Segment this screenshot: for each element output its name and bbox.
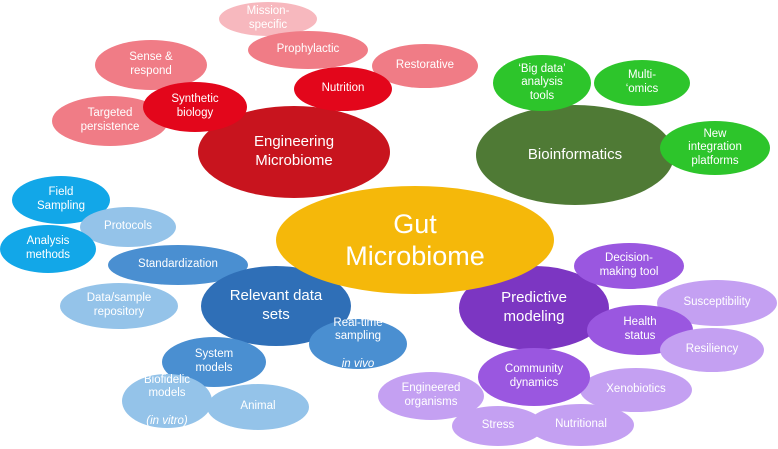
node-sense-respond: Sense & respond (95, 40, 207, 90)
node-analysis-methods: Analysis methods (0, 225, 96, 273)
node-synthetic-biology: Synthetic biology (143, 82, 247, 132)
node-multi-omics: Multi- ‘omics (594, 60, 690, 106)
node-protocols: Protocols (80, 207, 176, 247)
node-new-integration-platforms: New integration platforms (660, 121, 770, 175)
node-prophylactic: Prophylactic (248, 31, 368, 69)
node-real-time-sampling: Real-time sampling in vivo (309, 317, 407, 370)
node-big-data-analysis-tools: ‘Big data’ analysis tools (493, 55, 591, 111)
node-decision-making-tool: Decision- making tool (574, 243, 684, 289)
node-system-models: System models (162, 337, 266, 387)
hub-predictive-modeling: Predictive modeling (459, 266, 609, 350)
node-community-dynamics: Community dynamics (478, 348, 590, 406)
node-biofidelic-models: Biofidelic models (in vitro) (122, 374, 212, 428)
node-engineered-organisms: Engineered organisms (378, 372, 484, 420)
node-restorative: Restorative (372, 44, 478, 88)
node-nutritional: Nutritional (528, 404, 634, 446)
hub-bioinformatics: Bioinformatics (476, 105, 674, 205)
node-animal: Animal (207, 384, 309, 430)
node-mission-specific: Mission- specific (219, 2, 317, 36)
node-xenobiotics: Xenobiotics (580, 368, 692, 412)
node-data-sample-repository: Data/sample repository (60, 283, 178, 329)
node-resiliency: Resiliency (660, 328, 764, 372)
center-gut-microbiome: Gut Microbiome (276, 186, 554, 294)
node-nutrition: Nutrition (294, 67, 392, 111)
